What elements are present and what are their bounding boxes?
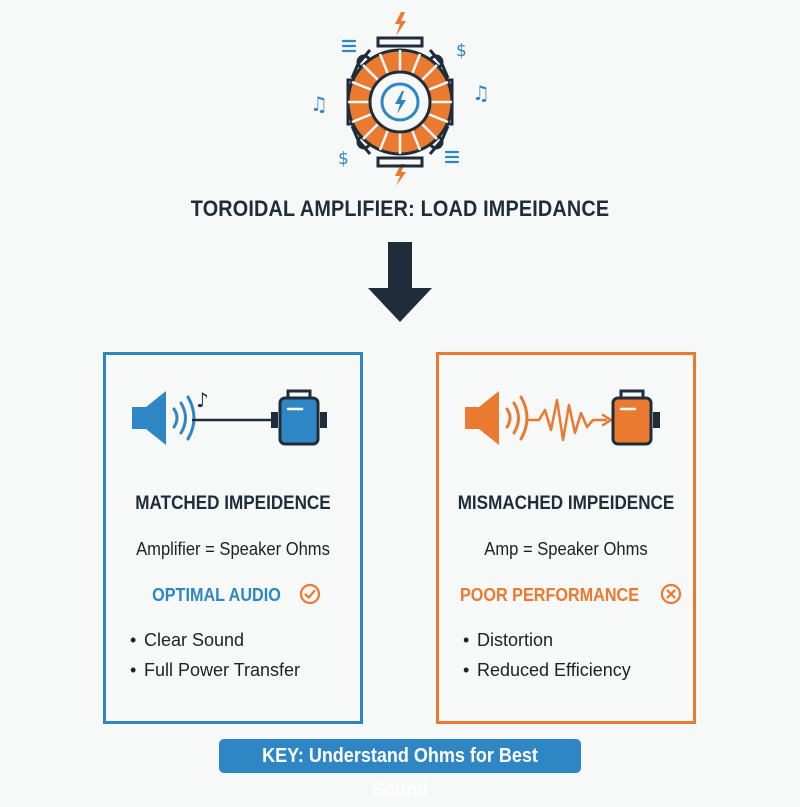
matched-connection-illustration: ♪ [126, 383, 340, 455]
bullet-text: Clear Sound [144, 630, 245, 650]
bullet-text: Distortion [477, 630, 554, 650]
bullet-text: Full Power Transfer [144, 660, 301, 680]
bullet-list: •Distortion •Reduced Efficiency [463, 625, 631, 685]
mismatched-connection-illustration [459, 383, 673, 455]
key-text: KEY: Understand Ohms for Best Sound [262, 745, 538, 801]
list-item: •Distortion [463, 630, 554, 650]
x-circle-icon [660, 583, 682, 605]
menu-lines-icon [444, 150, 460, 164]
panel-status: POOR PERFORMANCE [439, 583, 693, 606]
music-note-icon: ♫ [472, 81, 490, 105]
check-circle-icon [299, 583, 321, 605]
dollar-icon: $ [456, 41, 467, 61]
panel-formula: Amp = Speaker Ohms [484, 539, 648, 559]
down-arrow-icon [366, 242, 434, 324]
amplifier-icon [611, 389, 660, 446]
music-note-icon: ♪ [196, 388, 209, 412]
page-title: TOROIDAL AMPLIFIER: LOAD IMPEIDANCE [190, 196, 610, 221]
panel-status: OPTIMAL AUDIO [106, 583, 360, 606]
panel-heading: MISMACHED IMPEIDENCE [457, 493, 675, 514]
key-banner: KEY: Understand Ohms for Best Sound [219, 739, 581, 801]
amplifier-icon [271, 389, 327, 446]
list-item: •Full Power Transfer [130, 660, 301, 680]
panel-formula: Amplifier = Speaker Ohms [136, 539, 330, 559]
status-label: OPTIMAL AUDIO [152, 585, 281, 605]
distorted-wave-icon [527, 398, 614, 442]
dollar-icon: $ [338, 149, 349, 169]
bullet-text: Reduced Efficiency [477, 660, 631, 680]
status-label: POOR PERFORMANCE [459, 585, 640, 605]
music-note-icon: ♫ [310, 92, 328, 116]
toroidal-transformer-illustration: $ $ ♫ ♫ [300, 8, 500, 188]
lightning-bolt-icon [395, 12, 406, 36]
lightning-bolt-icon [395, 164, 406, 186]
mismatched-impedance-panel: MISMACHED IMPEIDENCE Amp = Speaker Ohms … [436, 352, 696, 724]
speaker-icon [465, 391, 529, 445]
list-item: •Clear Sound [130, 630, 245, 650]
menu-lines-icon [341, 39, 357, 53]
speaker-icon [132, 391, 196, 445]
bullet-list: •Clear Sound •Full Power Transfer [130, 625, 300, 685]
panel-heading: MATCHED IMPEIDENCE [135, 493, 331, 514]
list-item: •Reduced Efficiency [463, 660, 631, 680]
matched-impedance-panel: ♪ MATCHED IMPEIDENCE Amplifier = Speaker… [103, 352, 363, 724]
